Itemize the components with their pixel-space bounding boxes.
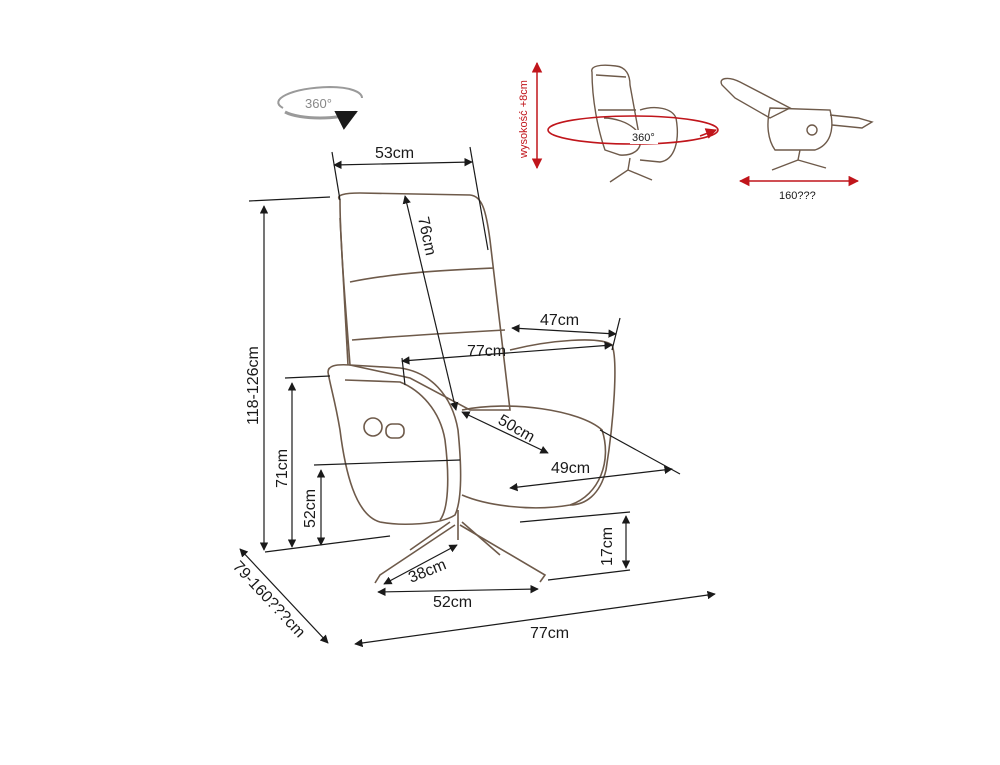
dim-total-width: 77cm (530, 625, 569, 642)
inset-height-label: wysokość +8cm (518, 80, 530, 159)
dim-seat-width: 49cm (551, 460, 590, 477)
dim-seat-depth: 50cm (495, 412, 537, 446)
main-chair-outline (327, 192, 616, 584)
dim-leg-height: 17cm (599, 527, 616, 566)
dim-back-width: 53cm (375, 145, 414, 162)
inset-rotation-label: 360° (632, 132, 655, 144)
reclined-chair-icon: 160??? (720, 77, 874, 202)
dim-arm-height: 71cm (274, 449, 291, 488)
rotate-360-icon: 360° (277, 85, 363, 130)
dim-base-width: 52cm (433, 594, 472, 611)
swivel-chair-icon: wysokość +8cm 360° (518, 61, 719, 183)
dim-seat-height: 52cm (302, 489, 319, 528)
inset-recline-label: 160??? (779, 190, 816, 202)
dim-inner-width: 77cm (467, 343, 506, 360)
rotate-360-label: 360° (305, 96, 332, 111)
dimension-lines (239, 146, 716, 648)
dim-arm-depth: 47cm (540, 312, 579, 329)
dim-total-height: 118-126cm (245, 346, 262, 425)
dim-depth-range: 79-160???cm (229, 558, 308, 641)
